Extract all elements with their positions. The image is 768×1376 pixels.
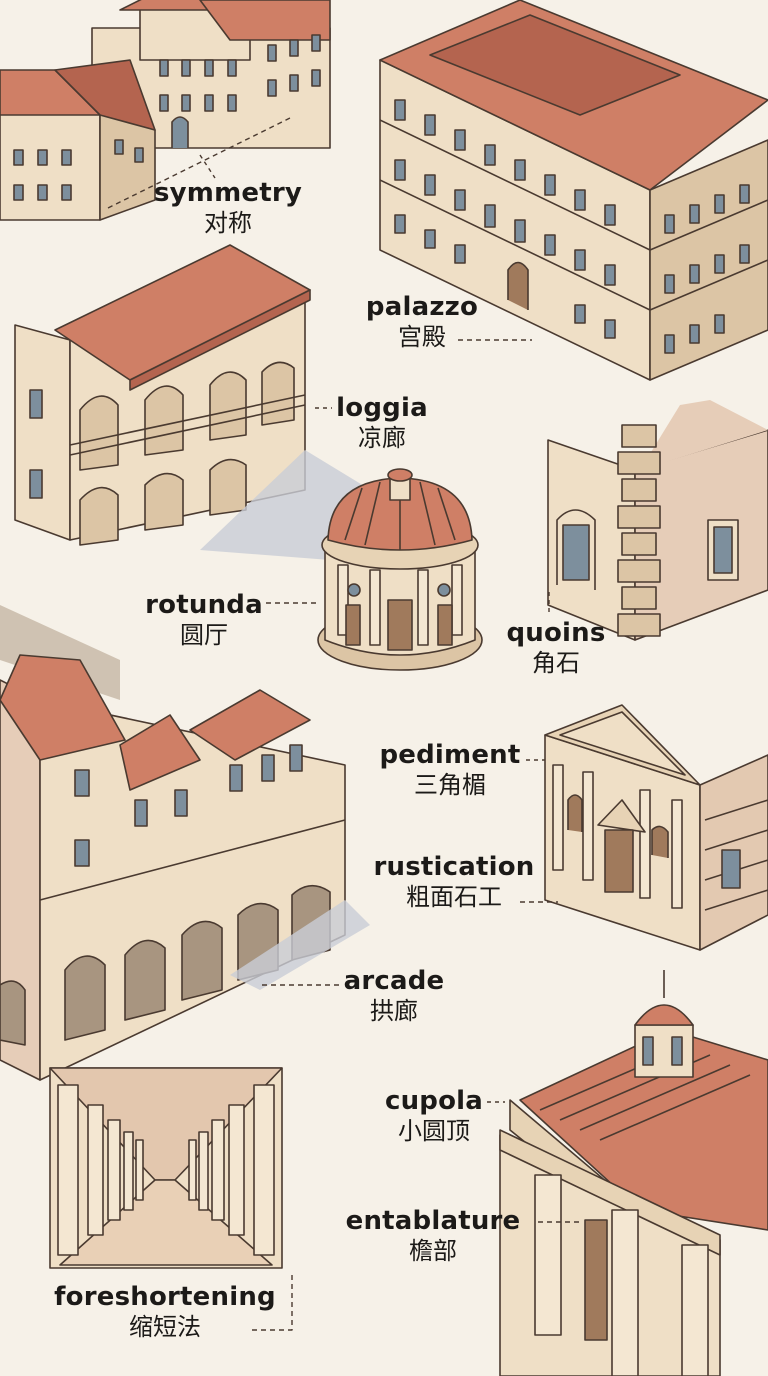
label-pediment-en: pediment [379, 740, 521, 770]
label-palazzo-zh: 宫殿 [398, 322, 446, 351]
symmetry-building [0, 0, 331, 221]
label-pediment: pediment 三角楣 [370, 740, 530, 799]
label-entablature-zh: 檐部 [409, 1236, 457, 1265]
label-arcade-en: arcade [343, 966, 445, 996]
pediment-building [544, 704, 768, 951]
label-cupola-zh: 小圆顶 [398, 1116, 470, 1145]
label-loggia-zh: 凉廊 [358, 423, 406, 452]
label-rustication-zh: 粗面石工 [406, 882, 502, 911]
label-palazzo: palazzo 宫殿 [352, 292, 492, 351]
label-rustication-en: rustication [373, 852, 535, 882]
label-entablature: entablature 檐部 [336, 1206, 530, 1265]
label-arcade-zh: 拱廊 [370, 996, 418, 1025]
symmetry-leader-line [107, 117, 291, 209]
loggia-building [14, 244, 420, 560]
label-symmetry-zh: 对称 [204, 208, 252, 237]
arcade-building [0, 605, 370, 1081]
label-loggia-en: loggia [336, 393, 428, 423]
label-loggia: loggia 凉廊 [330, 393, 434, 452]
label-symmetry-en: symmetry [153, 178, 303, 208]
label-rustication: rustication 粗面石工 [368, 852, 540, 911]
label-quoins-en: quoins [506, 618, 606, 648]
label-cupola-en: cupola [384, 1086, 484, 1116]
foreshortening-colonnade [49, 1067, 283, 1269]
label-palazzo-en: palazzo [365, 292, 479, 322]
label-foreshortening-zh: 缩短法 [129, 1312, 201, 1341]
temple-building [499, 970, 768, 1376]
label-entablature-en: entablature [345, 1206, 521, 1236]
label-arcade: arcade 拱廊 [330, 966, 458, 1025]
palazzo-building [379, 0, 768, 381]
label-rotunda-zh: 圆厅 [180, 620, 228, 649]
label-symmetry: symmetry 对称 [148, 178, 308, 237]
rotunda-building [317, 468, 483, 671]
quoins-building [547, 400, 768, 641]
label-quoins: quoins 角石 [500, 618, 612, 677]
label-rotunda: rotunda 圆厅 [140, 590, 268, 649]
label-foreshortening-en: foreshortening [54, 1282, 276, 1312]
foreshortening-leader-line [248, 1275, 293, 1331]
label-pediment-zh: 三角楣 [414, 770, 486, 799]
label-foreshortening: foreshortening 缩短法 [48, 1282, 282, 1341]
label-rotunda-en: rotunda [145, 590, 263, 620]
label-cupola: cupola 小圆顶 [372, 1086, 496, 1145]
label-quoins-zh: 角石 [532, 648, 580, 677]
